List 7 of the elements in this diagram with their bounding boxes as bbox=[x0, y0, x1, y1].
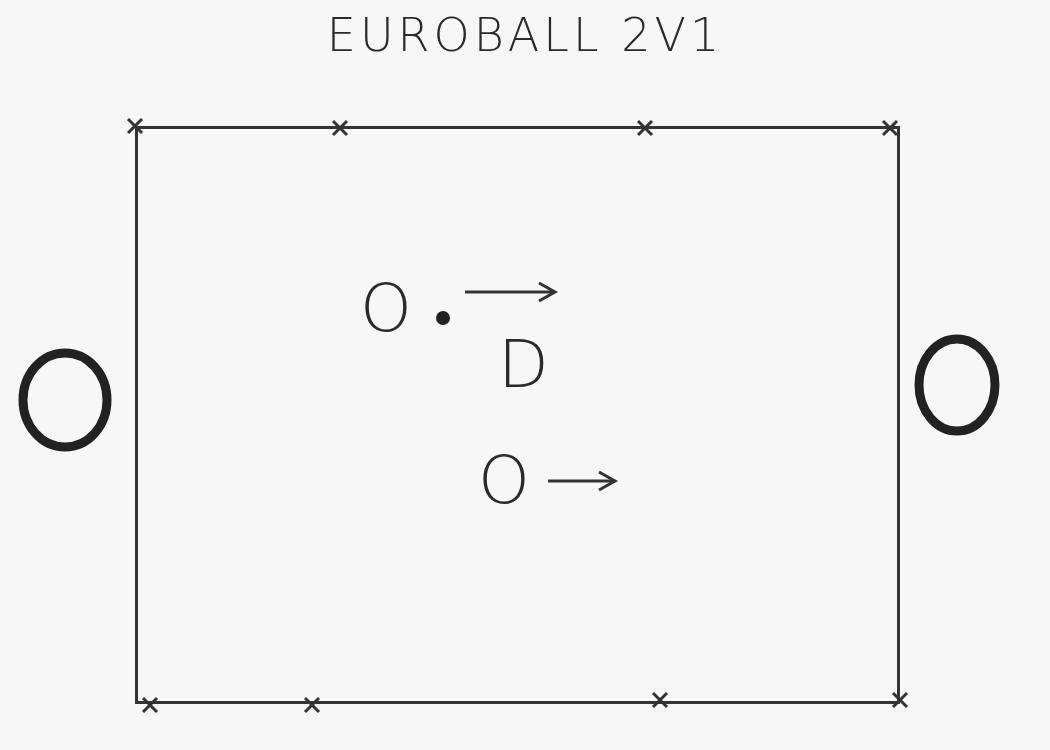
goal-ring bbox=[914, 334, 1000, 436]
player-letter: D bbox=[498, 332, 549, 398]
player-letter: O bbox=[360, 276, 412, 342]
player-letter: O bbox=[478, 448, 530, 514]
field-outline bbox=[135, 126, 900, 704]
goal-ring bbox=[18, 348, 112, 452]
title: EUROBALL 2V1 bbox=[325, 8, 725, 62]
